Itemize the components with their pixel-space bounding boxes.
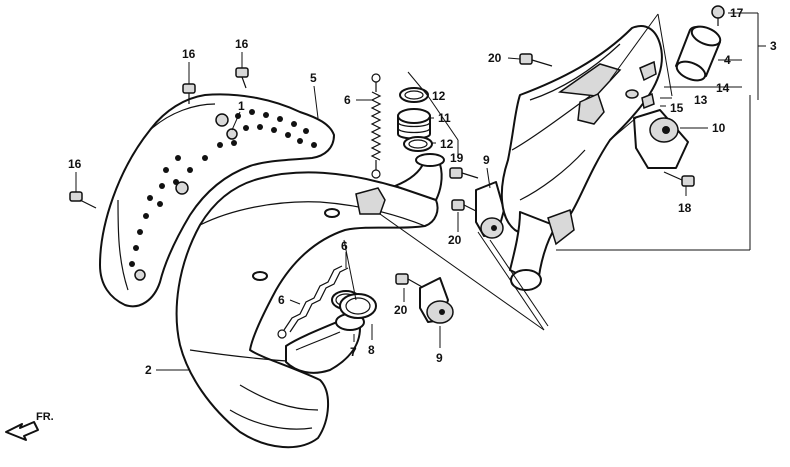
tail-pipe-4 — [675, 25, 722, 82]
callout-9-lower: 9 — [436, 351, 443, 365]
ring-12-top — [399, 87, 429, 103]
callout-9-center: 9 — [483, 153, 490, 167]
heat-shield — [99, 93, 335, 308]
callout-numbers: 17 3 4 14 13 15 10 18 20 20 20 16 16 16 … — [68, 6, 777, 377]
bolt-16-c — [69, 191, 97, 209]
callout-10: 10 — [712, 121, 726, 135]
callout-3: 3 — [770, 39, 777, 53]
bolt-16-a — [182, 83, 196, 104]
bolt-20-lower — [395, 273, 425, 289]
bolt-19 — [449, 167, 479, 179]
callout-19: 19 — [450, 151, 464, 165]
mount-bracket-9-center — [475, 181, 505, 239]
callout-11: 11 — [438, 111, 451, 125]
sleeve-11 — [397, 108, 431, 140]
callout-8: 8 — [368, 343, 375, 357]
mount-bracket-9-lower — [419, 277, 454, 324]
callout-17: 17 — [730, 6, 744, 20]
spring-6-lower — [277, 265, 349, 339]
callout-20-upper: 20 — [488, 51, 502, 65]
leader-lines — [75, 12, 766, 371]
bolt-18 — [663, 171, 695, 187]
bolt-20-upper — [519, 53, 553, 67]
callout-14: 14 — [716, 81, 730, 95]
ring-12-bottom — [403, 136, 433, 152]
washer-13 — [625, 89, 639, 99]
gasket-8 — [339, 293, 377, 319]
front-arrow-label: FR. — [36, 411, 54, 423]
callout-2: 2 — [145, 363, 152, 377]
callout-1: 1 — [238, 99, 245, 113]
callout-6-upper: 6 — [344, 93, 351, 107]
callout-16-c: 16 — [68, 157, 82, 171]
callout-6-middle: 6 — [341, 239, 348, 253]
spring-6-upper — [370, 73, 382, 179]
callout-15: 15 — [670, 101, 684, 115]
callout-4: 4 — [724, 53, 731, 67]
callout-12-top: 12 — [432, 89, 446, 103]
bolt-16-b — [235, 67, 249, 89]
callout-12-bottom: 12 — [440, 137, 454, 151]
callout-5: 5 — [310, 71, 317, 85]
bolt-20-center — [451, 199, 479, 213]
nut-1 — [226, 128, 238, 140]
callout-20-center: 20 — [448, 233, 462, 247]
callout-18: 18 — [678, 201, 692, 215]
front-direction-arrow: FR. — [5, 411, 54, 441]
callout-13: 13 — [694, 93, 708, 107]
nut-15 — [641, 92, 655, 110]
callout-6-lower: 6 — [278, 293, 285, 307]
callout-16-b: 16 — [235, 37, 249, 51]
callout-20-lower: 20 — [394, 303, 408, 317]
heat-shield-vent-holes — [129, 109, 317, 267]
rear-mount-10 — [633, 109, 689, 169]
callout-16-a: 16 — [182, 47, 196, 61]
expansion-chamber — [175, 153, 445, 449]
clip-14 — [639, 60, 657, 82]
silencer — [500, 25, 663, 291]
bolt-17 — [711, 5, 725, 26]
callout-7: 7 — [350, 345, 357, 359]
